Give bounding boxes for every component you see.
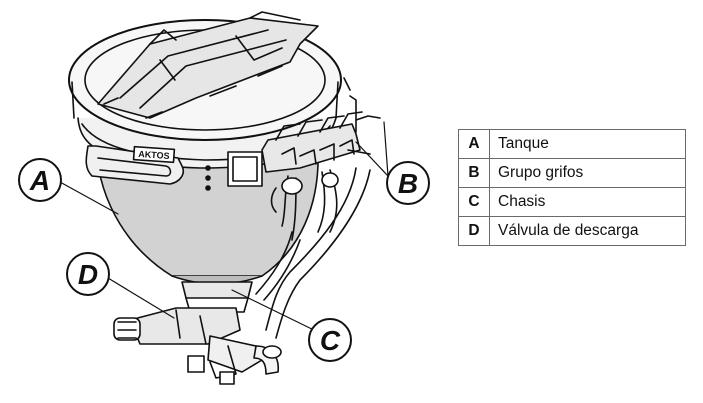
leader-line-b2 [355,141,389,177]
legend-row: B Grupo grifos [458,158,686,188]
parts-legend-table: A Tanque B Grupo grifos C Chasis D Válvu… [458,129,686,246]
callout-circle-a [18,158,62,202]
legend-key: C [458,187,490,217]
legend-row: A Tanque [458,129,686,159]
callout-letter-a: A [29,165,50,196]
legend-key: D [458,216,490,246]
leader-line-d [107,277,175,319]
callout-circle-d [66,252,110,296]
callout-letter-c: C [320,325,341,356]
tank-brand-label: AKTOS [138,149,170,161]
discharge-valve [129,307,241,345]
legend-key: B [458,158,490,188]
legend-label: Válvula de descarga [489,216,686,246]
leader-line-a [59,181,119,215]
legend-label: Tanque [489,129,686,159]
leader-line-c [231,289,323,335]
lid-handle [97,17,319,119]
legend-key: A [458,129,490,159]
legend-label: Grupo grifos [489,158,686,188]
legend-row: C Chasis [458,187,686,217]
legend-label: Chasis [489,187,686,217]
chassis-frame [275,169,371,339]
legend-row: D Válvula de descarga [458,216,686,246]
discharge-neck [181,281,253,299]
callout-letter-d: D [78,259,98,290]
callout-letter-b: B [398,168,418,199]
callout-circle-b [386,161,430,205]
leader-line-b1 [383,121,389,177]
callout-circle-c [308,318,352,362]
valve-group [261,123,361,173]
